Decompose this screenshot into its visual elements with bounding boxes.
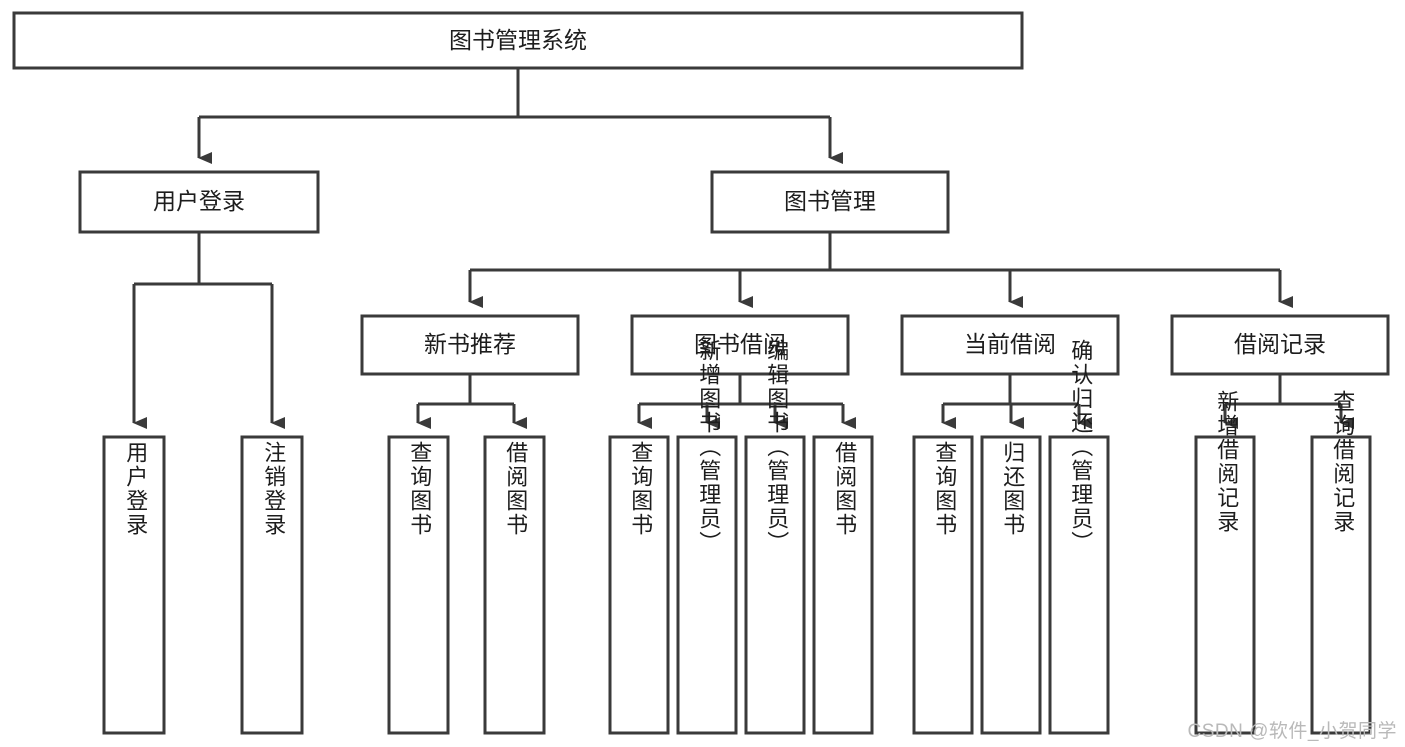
leaf-query-book-3-box[interactable] — [912, 435, 974, 735]
connector-group-borrow-record — [1223, 374, 1354, 429]
node-root-label: 图书管理系统 — [449, 27, 587, 53]
connector-group-current-borrow — [941, 374, 1092, 429]
node-book-borrow[interactable]: 图书借阅 — [630, 314, 850, 376]
leaf-confirm-return[interactable]: 确认归还（管理员） — [1048, 339, 1110, 735]
leaf-logout-box[interactable] — [240, 435, 304, 735]
connector-group-root — [197, 68, 843, 164]
node-borrow-record-box[interactable] — [1170, 314, 1390, 376]
leaf-query-book-3-label: 查询图书 — [932, 441, 957, 537]
leaf-logout-label: 注销登录 — [261, 441, 286, 537]
node-book-manage-label: 图书管理 — [784, 188, 876, 214]
leaf-user-login-label: 用户登录 — [123, 441, 148, 537]
leaf-query-book-2-label: 查询图书 — [628, 441, 653, 537]
node-book-borrow-box[interactable] — [630, 314, 850, 376]
leaf-add-record[interactable]: 新增借阅记录 — [1194, 390, 1256, 735]
leaf-user-login-box[interactable] — [102, 435, 166, 735]
node-user-login-label: 用户登录 — [153, 188, 245, 214]
connector-group-user-login — [132, 232, 285, 429]
node-root-box[interactable] — [12, 11, 1024, 70]
leaf-edit-book[interactable]: 编辑图书（管理员） — [744, 339, 806, 735]
leaf-borrow-book-2[interactable]: 借阅图书 — [812, 435, 874, 735]
csdn-watermark: CSDN @软件_小贺同学 — [1187, 721, 1397, 742]
node-new-book-rec-box[interactable] — [360, 314, 580, 376]
leaf-query-book-2[interactable]: 查询图书 — [608, 435, 670, 735]
node-book-manage-box[interactable] — [710, 170, 950, 234]
leaf-add-book-box[interactable] — [676, 435, 738, 735]
node-new-book-rec-label: 新书推荐 — [424, 331, 516, 357]
node-current-borrow-box[interactable] — [900, 314, 1120, 376]
leaf-query-record[interactable]: 查询借阅记录 — [1310, 390, 1372, 735]
leaf-borrow-book-1[interactable]: 借阅图书 — [483, 435, 546, 735]
leaf-query-book-2-box[interactable] — [608, 435, 670, 735]
leaf-user-login[interactable]: 用户登录 — [102, 435, 166, 735]
node-borrow-record-label: 借阅记录 — [1234, 331, 1326, 357]
leaf-borrow-book-1-label: 借阅图书 — [503, 441, 528, 537]
leaf-edit-book-label: 编辑图书（管理员） — [764, 339, 789, 555]
leaf-return-book[interactable]: 归还图书 — [980, 435, 1042, 735]
leaf-add-book-label: 新增图书（管理员） — [696, 339, 721, 555]
leaf-logout[interactable]: 注销登录 — [240, 435, 304, 735]
node-root[interactable]: 图书管理系统 — [12, 11, 1024, 70]
leaf-edit-book-box[interactable] — [744, 435, 806, 735]
leaf-query-book-1-box[interactable] — [387, 435, 450, 735]
node-book-borrow-label: 图书借阅 — [694, 331, 786, 357]
node-new-book-rec[interactable]: 新书推荐 — [360, 314, 580, 376]
leaf-borrow-book-2-box[interactable] — [812, 435, 874, 735]
leaf-borrow-book-2-label: 借阅图书 — [832, 441, 857, 537]
leaf-query-book-3[interactable]: 查询图书 — [912, 435, 974, 735]
leaf-query-book-1-label: 查询图书 — [407, 441, 432, 537]
leaf-query-book-1[interactable]: 查询图书 — [387, 435, 450, 735]
node-user-login[interactable]: 用户登录 — [78, 170, 320, 234]
node-book-manage[interactable]: 图书管理 — [710, 170, 950, 234]
leaf-confirm-return-box[interactable] — [1048, 435, 1110, 735]
leaf-add-book[interactable]: 新增图书（管理员） — [676, 339, 738, 735]
node-current-borrow-label: 当前借阅 — [964, 331, 1056, 357]
leaf-node-group: 用户登录 注销登录 查询图书 借阅图书 查询图书 新增图书（管理员） — [102, 339, 1372, 735]
node-borrow-record[interactable]: 借阅记录 — [1170, 314, 1390, 376]
connector-group-book-borrow — [637, 374, 856, 429]
leaf-confirm-return-label: 确认归还（管理员） — [1068, 339, 1093, 555]
connector-group-new-book-rec — [416, 374, 527, 429]
node-current-borrow[interactable]: 当前借阅 — [900, 314, 1120, 376]
leaf-return-book-box[interactable] — [980, 435, 1042, 735]
leaf-add-record-label: 新增借阅记录 — [1214, 390, 1239, 534]
node-user-login-box[interactable] — [78, 170, 320, 234]
connector-group-book-manage — [468, 232, 1293, 308]
leaf-add-record-box[interactable] — [1194, 435, 1256, 735]
leaf-borrow-book-1-box[interactable] — [483, 435, 546, 735]
leaf-query-record-box[interactable] — [1310, 435, 1372, 735]
leaf-query-record-label: 查询借阅记录 — [1330, 390, 1355, 534]
leaf-return-book-label: 归还图书 — [1000, 441, 1025, 537]
